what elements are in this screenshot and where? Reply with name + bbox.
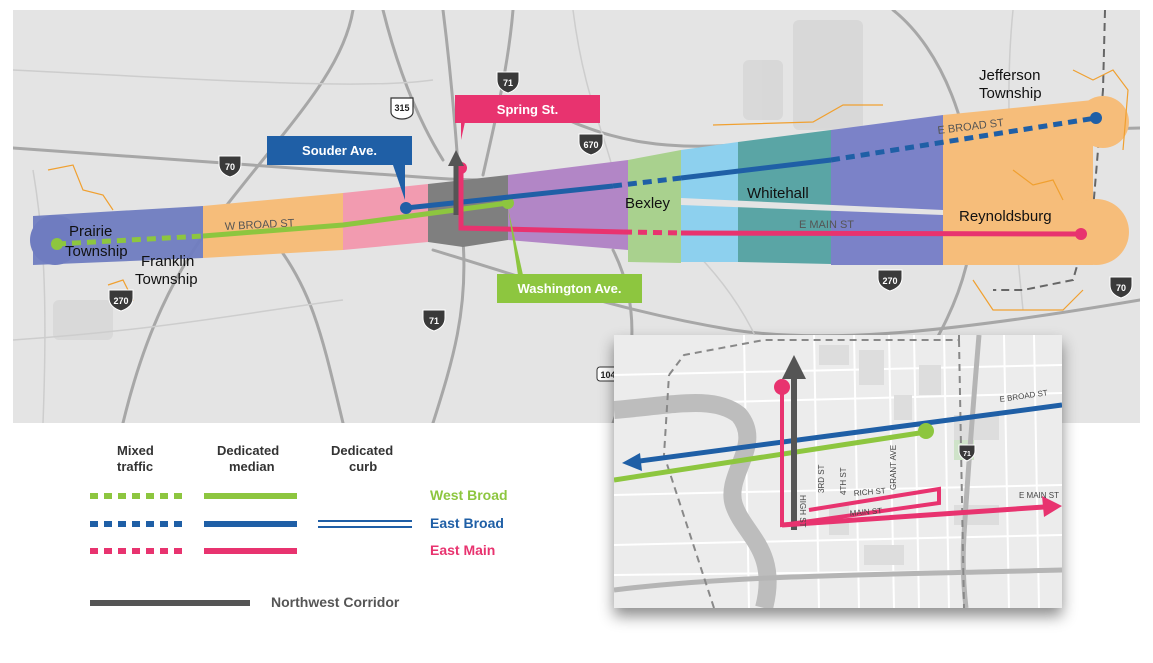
spring-st-callout-label: Spring St. bbox=[496, 101, 559, 117]
inset-east-broad-route bbox=[631, 402, 1062, 465]
legend-label-northwest: Northwest Corridor bbox=[271, 594, 400, 610]
inset-west-broad-route bbox=[614, 429, 927, 483]
legend: Mixed traffic Dedicated median Dedicated… bbox=[0, 423, 620, 663]
municipal-boundaries bbox=[47, 69, 1129, 311]
svg-text:71: 71 bbox=[963, 451, 971, 458]
reynoldsburg-label: Reynoldsburg bbox=[959, 208, 1052, 225]
washington-callout-pointer bbox=[508, 208, 523, 275]
svg-text:104: 104 bbox=[600, 370, 615, 380]
washington-ave-callout-label: Washington Ave. bbox=[517, 281, 622, 296]
east-broad-mixed-route-1 bbox=[612, 175, 682, 189]
i70-east-shield: 70 bbox=[1109, 276, 1133, 299]
legend-header-mixed-line2: traffic bbox=[117, 459, 154, 474]
i270-west-shield: 270 bbox=[108, 289, 134, 312]
inset-high-st-label: HIGH ST bbox=[798, 495, 807, 528]
svg-text:315: 315 bbox=[394, 103, 409, 113]
i70-west-shield: 70 bbox=[218, 155, 242, 178]
legend-label-west-broad: West Broad bbox=[430, 487, 508, 503]
east-main-mixed-route bbox=[622, 229, 682, 236]
inset-grant-ave-label: GRANT AVE bbox=[889, 445, 898, 490]
spring-st-callout: Spring St. bbox=[455, 95, 600, 123]
spring-callout-pointer bbox=[461, 122, 465, 140]
svg-text:70: 70 bbox=[1116, 283, 1126, 293]
i270-east-shield: 270 bbox=[877, 269, 903, 292]
east-broad-median-route bbox=[405, 183, 614, 211]
east-broad-endpoint-souder bbox=[400, 202, 412, 214]
east-main-endpoint-east bbox=[1075, 228, 1087, 240]
legend-header-curb: Dedicated curb bbox=[331, 443, 393, 475]
legend-label-east-broad: East Broad bbox=[430, 515, 504, 531]
bexley-label: Bexley bbox=[625, 195, 671, 212]
west-broad-endpoint-washington bbox=[502, 197, 514, 209]
svg-text:270: 270 bbox=[113, 296, 128, 306]
inset-west-broad-endpoint bbox=[918, 423, 934, 439]
east-broad-endpoint-east bbox=[1090, 112, 1102, 124]
inset-east-main-extension bbox=[781, 504, 1045, 528]
svg-text:670: 670 bbox=[583, 140, 598, 150]
svg-text:71: 71 bbox=[503, 78, 513, 88]
i71-north-shield: 71 bbox=[496, 71, 520, 94]
legend-header-median-line1: Dedicated bbox=[217, 443, 280, 458]
souder-callout-pointer bbox=[393, 165, 405, 200]
svg-text:71: 71 bbox=[429, 316, 439, 326]
downtown-inset-map: E BROAD ST E MAIN ST 3RD ST 4TH ST GRANT… bbox=[614, 335, 1062, 608]
map-background-features bbox=[53, 20, 863, 340]
east-main-median-route bbox=[458, 170, 624, 235]
legend-swatches bbox=[90, 493, 412, 606]
legend-header-mixed: Mixed traffic bbox=[117, 443, 154, 475]
e-main-st-label: E MAIN ST bbox=[799, 219, 854, 231]
corridor-bands bbox=[30, 96, 1129, 265]
us315-shield: 315 bbox=[390, 97, 414, 120]
i71-south-shield: 71 bbox=[422, 309, 446, 332]
highway-shields: 70 71 315 670 270 71 270 70 104 bbox=[108, 71, 1133, 382]
inset-east-main-arrowhead bbox=[1042, 496, 1062, 517]
legend-header-curb-line2: curb bbox=[349, 459, 378, 474]
inset-east-broad-arrowhead bbox=[622, 453, 642, 471]
inset-spring-endpoint bbox=[774, 379, 790, 395]
souder-ave-callout-label: Souder Ave. bbox=[302, 143, 377, 158]
east-main-median-route-2 bbox=[680, 230, 1082, 237]
legend-header-curb-line1: Dedicated bbox=[331, 443, 394, 458]
w-broad-st-label: W BROAD ST bbox=[225, 217, 295, 233]
east-broad-median-route-2 bbox=[680, 157, 832, 181]
inset-northwest-arrowhead bbox=[782, 355, 806, 379]
inset-i71-shield: 71 bbox=[958, 444, 976, 462]
legend-header-median: Dedicated median bbox=[217, 443, 279, 475]
inset-e-main-label: E MAIN ST bbox=[1019, 491, 1059, 500]
souder-ave-callout: Souder Ave. bbox=[267, 136, 412, 165]
northwest-corridor-arrowhead bbox=[448, 150, 464, 166]
svg-text:70: 70 bbox=[225, 162, 235, 172]
inset-map-canvas: E BROAD ST E MAIN ST 3RD ST 4TH ST GRANT… bbox=[614, 335, 1062, 608]
legend-label-east-main: East Main bbox=[430, 542, 496, 558]
west-broad-endpoint-west bbox=[51, 238, 63, 250]
west-broad-mixed-route bbox=[56, 233, 204, 247]
legend-header-mixed-line1: Mixed bbox=[117, 443, 154, 458]
inset-east-main-route bbox=[780, 387, 941, 528]
inset-3rd-st-label: 3RD ST bbox=[817, 464, 826, 493]
inset-freeway-south bbox=[614, 567, 1062, 593]
inset-boundary bbox=[662, 335, 965, 608]
i670-shield: 670 bbox=[578, 133, 604, 156]
whitehall-label: Whitehall bbox=[747, 185, 809, 202]
washington-ave-callout: Washington Ave. bbox=[497, 274, 642, 303]
legend-header-median-line2: median bbox=[229, 459, 275, 474]
inset-main-st-label: MAIN ST bbox=[849, 506, 882, 518]
inset-rich-st-label: RICH ST bbox=[853, 486, 886, 498]
inset-street-grid bbox=[614, 335, 1062, 608]
svg-text:270: 270 bbox=[882, 276, 897, 286]
west-broad-median-route bbox=[202, 200, 509, 239]
inset-4th-st-label: 4TH ST bbox=[839, 467, 848, 495]
